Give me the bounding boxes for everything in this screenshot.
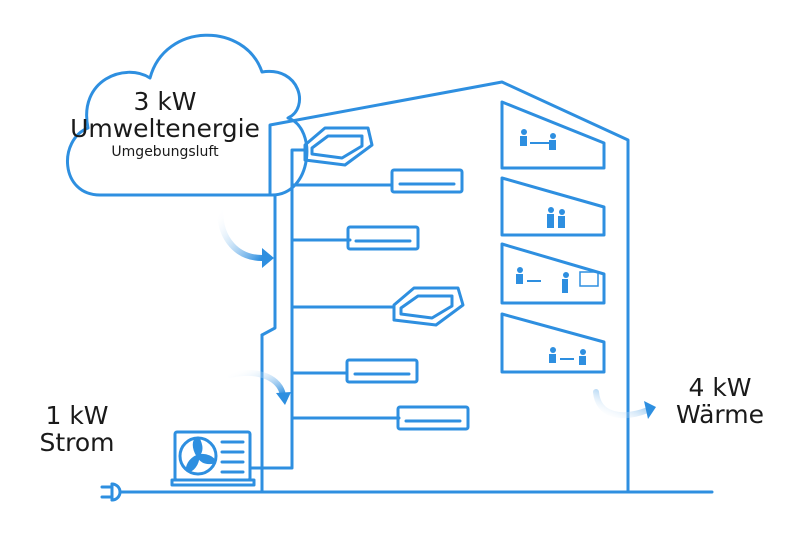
cloud-label: 3 kW Umweltenergie Umgebungsluft	[60, 88, 270, 160]
input-value: 1 kW	[45, 401, 109, 430]
cloud-icon	[66, 33, 309, 197]
power-plug-icon	[100, 482, 130, 502]
wall-unit-icon	[390, 168, 464, 194]
curved-arrow-head	[276, 392, 291, 405]
wall-unit-icon	[346, 225, 420, 251]
ceiling-cassette-icon	[303, 126, 374, 167]
cloud-subtitle: Umgebungsluft	[111, 144, 219, 160]
building-icon	[260, 80, 630, 494]
office-worker-icon	[516, 129, 599, 365]
input-type: Strom	[39, 428, 115, 457]
cloud-title: Umweltenergie	[70, 114, 260, 143]
output-value: 4 kW	[688, 373, 752, 402]
curved-arrow-icon	[227, 369, 286, 398]
heat-pump-outdoor-unit-icon	[170, 430, 256, 487]
window-row-1	[500, 100, 606, 170]
window-row-4	[500, 312, 606, 374]
ceiling-cassette-icon	[392, 286, 465, 327]
curved-arrow-icon	[217, 207, 265, 261]
window-row-3	[500, 242, 606, 305]
output-label: 4 kW Wärme	[660, 374, 780, 428]
cloud-value: 3 kW	[133, 87, 197, 116]
wall-unit-icon	[345, 358, 419, 384]
curved-arrow-icon	[593, 389, 651, 419]
curved-arrow-head	[262, 248, 274, 268]
output-type: Wärme	[675, 400, 764, 429]
wall-unit-icon	[396, 405, 470, 431]
refrigerant-piping	[248, 148, 306, 470]
curved-arrow-head	[644, 401, 656, 419]
input-label: 1 kW Strom	[22, 402, 132, 456]
window-row-2	[500, 176, 606, 237]
